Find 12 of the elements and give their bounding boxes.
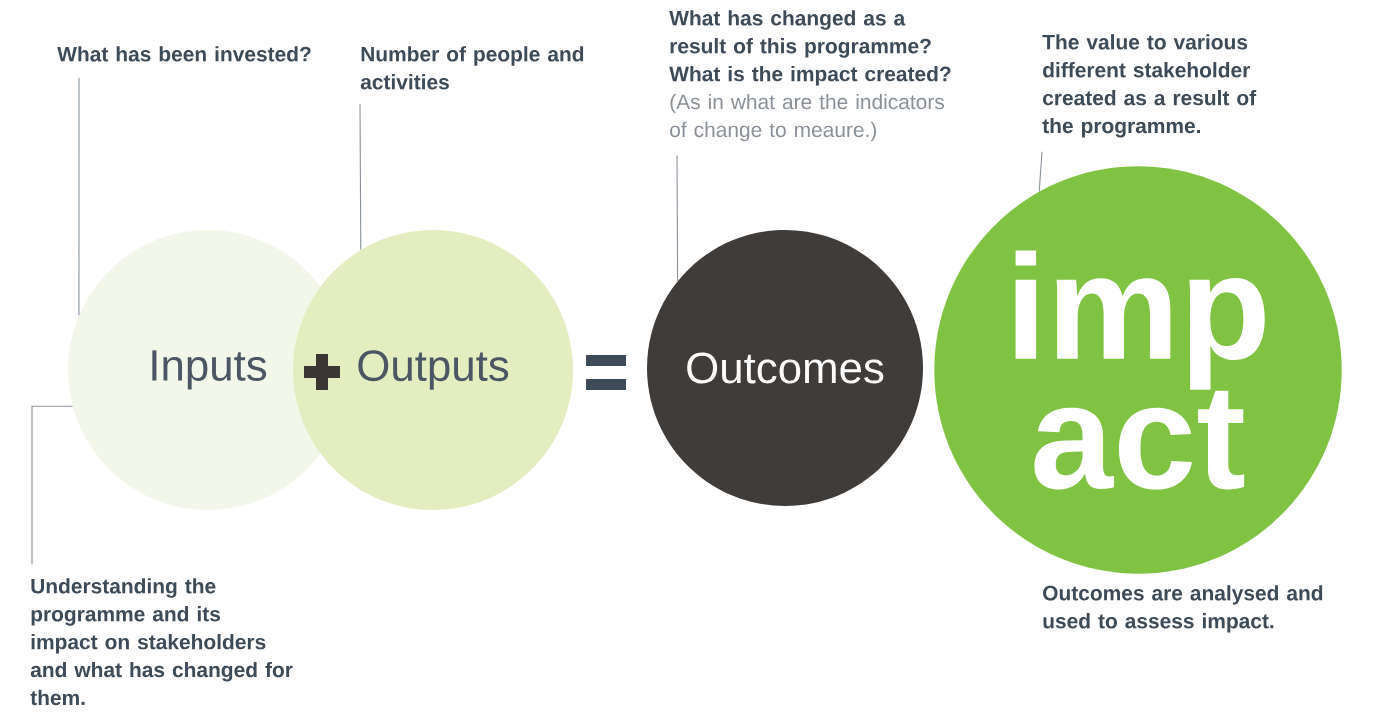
question-text: Number of people and activities xyxy=(360,46,584,90)
leader-line xyxy=(31,405,74,565)
caption-text: Outcomes are analysed and used to assess impact. xyxy=(1043,585,1323,633)
leader-line xyxy=(676,154,679,282)
leader-line xyxy=(78,77,80,316)
question-text: The value to various different stakeholder created as a result of the programme. xyxy=(1042,34,1257,138)
question-text: What has been invested? xyxy=(57,46,311,62)
leader-line xyxy=(359,103,362,251)
question-text: What has changed as a result of this programme? What is the impact created? xyxy=(669,10,951,86)
leader-line xyxy=(1038,151,1043,193)
note-text: (As in what are the indicators of change to meaure.) xyxy=(670,93,944,142)
question-text: Understanding the programme and its impact on stakeholders and what has changed for them. xyxy=(30,578,293,706)
